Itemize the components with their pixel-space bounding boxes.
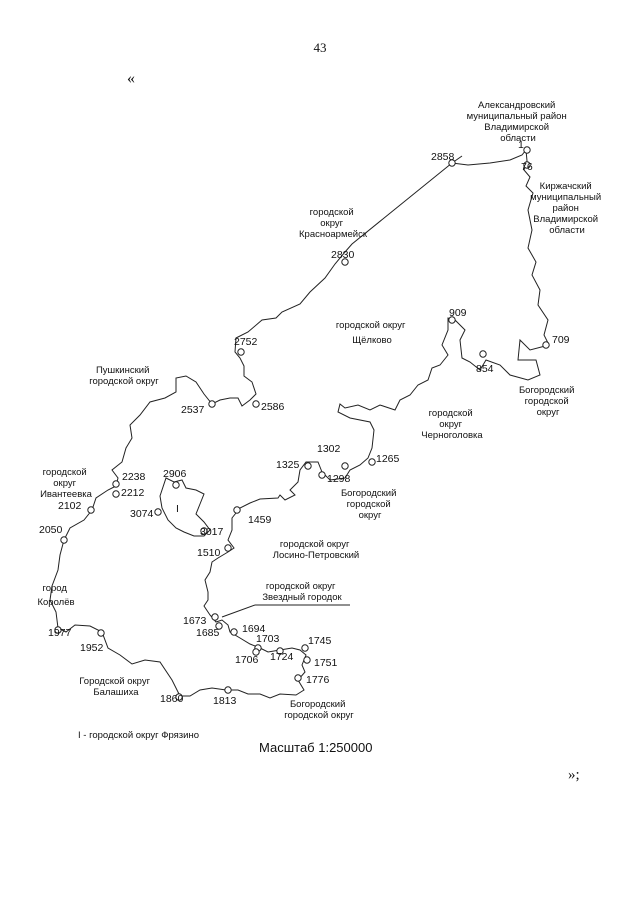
- point-marker-1776: [294, 674, 302, 682]
- point-label-2050: 2050: [39, 524, 63, 536]
- point-marker-2906: [172, 481, 180, 489]
- opening-quote: «: [127, 70, 135, 87]
- point-label-709: 709: [552, 334, 570, 346]
- point-marker-1510: [224, 544, 232, 552]
- point-label-1706: 1706: [235, 654, 259, 666]
- point-marker-1298: [318, 471, 326, 479]
- point-label-1745: 1745: [308, 635, 332, 647]
- point-marker-3017: [200, 527, 208, 535]
- point-marker-2858: [448, 159, 456, 167]
- point-label-2238: 2238: [122, 471, 146, 483]
- point-marker-2830: [341, 258, 349, 266]
- point-label-1265: 1265: [376, 453, 400, 465]
- point-marker-3074: [154, 508, 162, 516]
- point-label-1703: 1703: [256, 633, 280, 645]
- label-zvezdny: городской округ Звездный городок: [262, 581, 342, 603]
- point-marker-1860: [175, 693, 183, 701]
- point-marker-1: [523, 146, 531, 154]
- label-krasnoarmeysk: городской округ Красноармейск: [299, 207, 368, 240]
- label-bogorodsky-south: Богородский городской округ: [284, 699, 354, 721]
- point-label-1302: 1302: [317, 443, 341, 455]
- point-label-1694: 1694: [242, 623, 266, 635]
- point-marker-1694: [230, 628, 238, 636]
- point-marker-1459: [233, 506, 241, 514]
- point-label-1977: 1977: [48, 627, 72, 639]
- point-label-3074: 3074: [130, 508, 154, 520]
- point-marker-854: [479, 350, 487, 358]
- fryazino-marker: I: [176, 503, 179, 515]
- point-marker-1751: [303, 656, 311, 664]
- point-label-1860: 1860: [160, 693, 184, 705]
- point-marker-2212: [112, 490, 120, 498]
- point-label-1: 1: [518, 139, 524, 151]
- point-marker-1265: [368, 458, 376, 466]
- turning-point-markers: [54, 146, 550, 701]
- point-label-1298: 1298: [327, 473, 351, 485]
- point-marker-2586: [252, 400, 260, 408]
- point-label-1510: 1510: [197, 547, 221, 559]
- legend-note: I - городской округ Фрязино: [78, 730, 199, 741]
- point-label-2212: 2212: [121, 487, 145, 499]
- point-label-1952: 1952: [80, 642, 104, 654]
- point-label-76: 76: [521, 161, 533, 173]
- point-label-909: 909: [449, 307, 467, 319]
- point-marker-1724: [276, 647, 284, 655]
- label-shchelkovo: городской округ Щёлково: [336, 320, 408, 346]
- point-label-1813: 1813: [213, 695, 237, 707]
- point-label-2102: 2102: [58, 500, 82, 512]
- label-pushkinsky: Пушкинский городской округ: [89, 365, 159, 387]
- label-balashikha: Городской округ Балашиха: [79, 676, 152, 698]
- label-kirzhachsky: Киржачский муниципальный район Владимирс…: [530, 181, 604, 236]
- point-label-1751: 1751: [314, 657, 338, 669]
- point-label-2906: 2906: [163, 468, 187, 480]
- point-marker-909: [448, 316, 456, 324]
- point-label-1776: 1776: [306, 674, 330, 686]
- point-label-1459: 1459: [248, 514, 272, 526]
- point-marker-1325: [304, 462, 312, 470]
- scale-label: Масштаб 1:250000: [259, 740, 372, 755]
- point-marker-1952: [97, 629, 105, 637]
- point-marker-2050: [60, 536, 68, 544]
- label-bogorodsky-mid: Богородский городской округ: [341, 488, 399, 521]
- point-label-1673: 1673: [183, 615, 207, 627]
- label-bogorodsky-east: Богородский городской округ: [519, 385, 577, 418]
- point-marker-709: [542, 341, 550, 349]
- label-ivanteevka: городской округ Ивантеевка: [40, 467, 93, 500]
- point-label-2830: 2830: [331, 249, 355, 261]
- point-marker-1673: [211, 613, 219, 621]
- label-chernogolovka: городской округ Черноголовка: [421, 408, 483, 441]
- point-label-1724: 1724: [270, 651, 294, 663]
- point-marker-1685: [215, 622, 223, 630]
- point-label-854: 854: [476, 363, 494, 375]
- point-marker-1302: [341, 462, 349, 470]
- closing-quote: »;: [568, 767, 580, 783]
- point-marker-2238: [112, 480, 120, 488]
- label-aleksandrovsky: Александровский муниципальный район Влад…: [467, 100, 570, 144]
- point-label-2537: 2537: [181, 404, 205, 416]
- label-korolev: город Королёв: [37, 583, 74, 608]
- point-marker-1977: [54, 626, 62, 634]
- point-label-2858: 2858: [431, 151, 455, 163]
- point-marker-2537: [208, 400, 216, 408]
- point-marker-76: [523, 161, 531, 169]
- point-label-1325: 1325: [276, 459, 300, 471]
- point-label-2752: 2752: [234, 336, 258, 348]
- leader-zvezdny: [221, 604, 256, 618]
- point-label-3017: 3017: [200, 526, 224, 538]
- point-marker-1813: [224, 686, 232, 694]
- point-marker-1706: [252, 648, 260, 656]
- point-marker-1745: [301, 644, 309, 652]
- label-losino: городской округ Лосино-Петровский: [273, 539, 359, 561]
- point-marker-2102: [87, 506, 95, 514]
- point-marker-2752: [237, 348, 245, 356]
- point-label-1685: 1685: [196, 627, 220, 639]
- page-number: 43: [313, 40, 327, 55]
- fryazino-enclave: [159, 477, 211, 537]
- turning-point-labels: 1 76 2858 2830 2752 2586 2537 909 709 854 1302 1325…: [39, 139, 570, 707]
- point-label-2586: 2586: [261, 401, 285, 413]
